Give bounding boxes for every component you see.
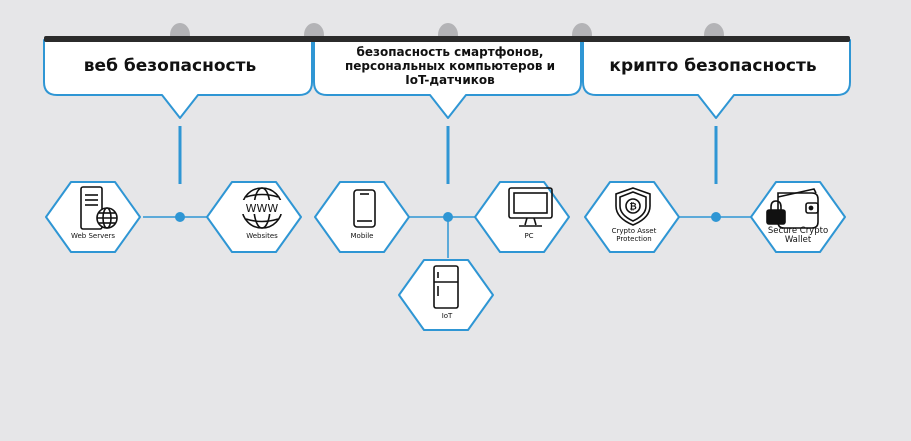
node-label-crypto-asset: Crypto Asset Protection (611, 227, 657, 243)
node-label-iot: IoT (441, 312, 453, 320)
shield-bitcoin-icon: ₿ (615, 187, 651, 226)
node-crypto-asset (584, 181, 680, 253)
node-crypto-wallet (750, 181, 846, 253)
node-label-crypto-wallet: Secure Crypto Wallet (767, 226, 829, 245)
node-web-servers (45, 181, 141, 253)
node-websites (206, 181, 302, 253)
node-label-mobile: Mobile (350, 232, 374, 240)
svg-text:WWW: WWW (246, 202, 279, 215)
wallet-lock-icon (766, 188, 819, 229)
node-label-websites: Websites (246, 232, 278, 240)
connector-dot (711, 212, 721, 222)
fridge-icon (433, 265, 459, 309)
top-bar (44, 36, 850, 42)
category-label-crypto: крипто безопасность (609, 56, 817, 76)
node-label-pc: PC (524, 232, 534, 240)
server-globe-icon (80, 186, 118, 230)
monitor-icon (508, 187, 553, 227)
connector-dot (175, 212, 185, 222)
node-pc (474, 181, 570, 253)
category-bubble-crypto (582, 39, 851, 119)
www-globe-icon: WWW (240, 187, 284, 229)
category-bubble-web (43, 39, 313, 119)
node-mobile (314, 181, 410, 253)
node-label-web-servers: Web Servers (70, 232, 116, 240)
smartphone-icon (353, 189, 376, 228)
category-bubble-devices (313, 39, 582, 119)
category-label-devices: безопасность смартфонов, персональных ко… (344, 45, 556, 87)
category-label-web: веб безопасность (83, 56, 257, 76)
node-iot (398, 259, 494, 331)
svg-text:₿: ₿ (629, 202, 636, 213)
connector-dot (443, 212, 453, 222)
